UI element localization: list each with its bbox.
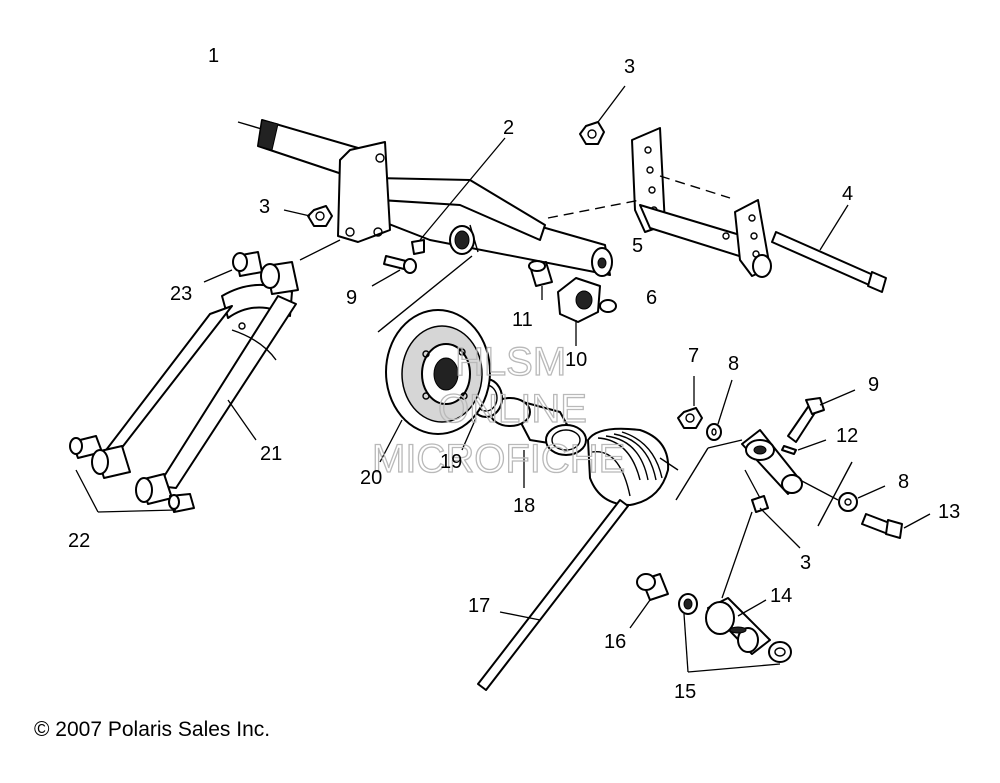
callout-9-right: 9 [868, 374, 879, 396]
callout-19: 19 [440, 451, 462, 473]
callout-2: 2 [503, 117, 514, 139]
bearing-block [557, 277, 601, 346]
bolt-13 [861, 513, 931, 539]
cross-rod [771, 204, 887, 293]
callout-16: 16 [604, 631, 626, 653]
callout-7: 7 [688, 345, 699, 367]
mounting-bracket [547, 127, 772, 278]
callout-20: 20 [360, 467, 382, 489]
nut-left [283, 205, 333, 227]
torsion-spring [477, 427, 679, 691]
pin-12 [781, 439, 827, 455]
swing-arm [99, 283, 297, 489]
nut-top [579, 85, 626, 145]
flanged-bushing-16 [629, 573, 669, 629]
bolt-9-right [787, 389, 856, 443]
callout-11: 11 [512, 309, 533, 331]
watermark-line1: HLSM [455, 340, 566, 384]
bushings-23 [203, 239, 341, 295]
bushings-22 [69, 435, 195, 513]
shaft-spline [257, 119, 279, 151]
callout-labels: 1 2 3 3 3 4 5 6 7 8 8 9 9 10 11 12 13 14… [68, 45, 960, 703]
callout-23: 23 [170, 283, 192, 305]
callout-3-lower: 3 [800, 552, 811, 574]
grease-fitting [411, 137, 506, 255]
bolt-9-left [371, 255, 417, 287]
callout-3-left: 3 [259, 196, 270, 218]
torque-arm-shaft [237, 119, 613, 277]
washer-8-right [838, 485, 886, 512]
callout-4: 4 [842, 183, 853, 205]
callout-5: 5 [632, 235, 643, 257]
callout-1: 1 [208, 45, 219, 67]
callout-6: 6 [646, 287, 657, 309]
callout-10: 10 [565, 349, 587, 371]
watermark-line3: MICROFICHE [372, 437, 625, 481]
copyright-notice: © 2007 Polaris Sales Inc. [34, 718, 271, 741]
callout-9-left: 9 [346, 287, 357, 309]
washer-8-top [706, 379, 733, 441]
watermark-line2: ONLINE [438, 387, 587, 431]
callout-15: 15 [674, 681, 696, 703]
callout-14: 14 [770, 585, 792, 607]
callout-22: 22 [68, 530, 90, 552]
set-screw [721, 469, 801, 599]
nut-7 [677, 376, 703, 429]
washer-15 [678, 593, 781, 673]
callout-8-top: 8 [728, 353, 739, 375]
lower-pivot-block [705, 597, 792, 663]
callout-12: 12 [836, 425, 858, 447]
callout-21: 21 [260, 443, 282, 465]
o-ring [599, 299, 617, 313]
callout-13: 13 [938, 501, 960, 523]
callout-17: 17 [468, 595, 490, 617]
callout-18: 18 [513, 495, 535, 517]
spring-arm-upper [675, 429, 853, 527]
bushing-11 [528, 260, 553, 300]
watermark: HLSM ONLINE MICROFICHE [371, 339, 626, 481]
idler-wheel [377, 255, 491, 463]
callout-3-top: 3 [624, 56, 635, 78]
callout-8-right: 8 [898, 471, 909, 493]
